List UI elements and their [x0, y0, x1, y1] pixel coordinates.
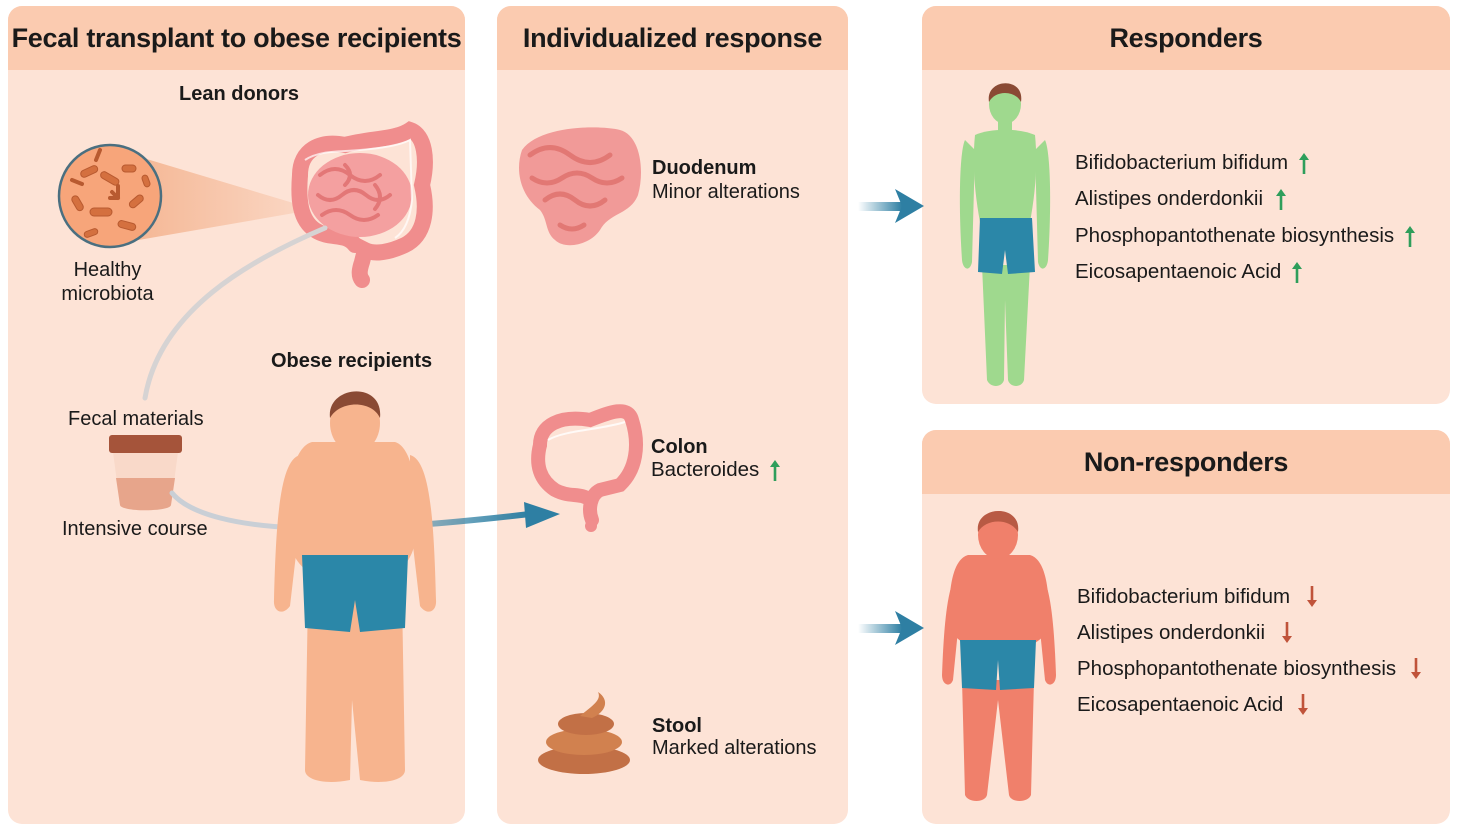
- marker-label: Eicosapentaenoic Acid: [1077, 693, 1283, 717]
- down-arrow-icon: [1297, 693, 1309, 717]
- non-responder-figure: [942, 511, 1056, 801]
- healthy-microbiota-line2: microbiota: [40, 282, 175, 306]
- up-arrow-icon: [1275, 187, 1287, 211]
- marker-label: Eicosapentaenoic Acid: [1075, 260, 1281, 284]
- lean-donors-label: Lean donors: [179, 82, 299, 106]
- responder-marker-row: Eicosapentaenoic Acid: [1075, 260, 1303, 284]
- down-arrow-icon: [1410, 657, 1422, 681]
- microbiota-icon: [59, 145, 161, 247]
- arrow-to-responders: [858, 189, 924, 223]
- obese-recipients-label: Obese recipients: [271, 349, 432, 373]
- duodenum-label: Duodenum: [652, 156, 756, 180]
- arrow-to-non-responders: [858, 611, 924, 645]
- duodenum-icon: [519, 127, 641, 245]
- non-responder-marker-row: Eicosapentaenoic Acid: [1077, 693, 1309, 717]
- responder-figure: [960, 83, 1050, 386]
- non-responder-marker-row: Alistipes onderdonkii: [1077, 621, 1293, 645]
- marker-label: Phosphopantothenate biosynthesis: [1077, 657, 1396, 681]
- down-arrow-icon: [1281, 621, 1293, 645]
- non-responder-marker-row: Phosphopantothenate biosynthesis: [1077, 657, 1422, 681]
- intensive-course-label: Intensive course: [62, 517, 208, 541]
- colon-label: Colon: [651, 435, 708, 459]
- marker-label: Bifidobacterium bifidum: [1075, 151, 1288, 175]
- stool-icon: [538, 692, 630, 774]
- marker-label: Alistipes onderdonkii: [1075, 187, 1263, 211]
- healthy-microbiota-line1: Healthy: [40, 258, 175, 282]
- obese-recipient-figure: [274, 391, 436, 782]
- responder-marker-row: Alistipes onderdonkii: [1075, 187, 1287, 211]
- up-arrow-icon: [1291, 260, 1303, 284]
- colon-detail-row: Bacteroides: [651, 458, 781, 482]
- stool-label: Stool: [652, 714, 702, 738]
- up-arrow-icon: [769, 458, 781, 482]
- stool-detail: Marked alterations: [652, 736, 817, 760]
- non-responder-marker-row: Bifidobacterium bifidum: [1077, 585, 1318, 609]
- down-arrow-icon: [1306, 585, 1318, 609]
- marker-label: Phosphopantothenate biosynthesis: [1075, 224, 1394, 248]
- donor-intestine-icon: [299, 130, 425, 281]
- responder-marker-row: Phosphopantothenate biosynthesis: [1075, 224, 1416, 248]
- fecal-jar-icon: [109, 435, 182, 510]
- up-arrow-icon: [1298, 151, 1310, 175]
- fecal-materials-label: Fecal materials: [68, 407, 204, 431]
- responder-marker-row: Bifidobacterium bifidum: [1075, 151, 1310, 175]
- colon-detail: Bacteroides: [651, 458, 759, 482]
- duodenum-detail: Minor alterations: [652, 180, 800, 204]
- up-arrow-icon: [1404, 224, 1416, 248]
- marker-label: Alistipes onderdonkii: [1077, 621, 1265, 645]
- healthy-microbiota-label: Healthy microbiota: [40, 258, 175, 306]
- marker-label: Bifidobacterium bifidum: [1077, 585, 1290, 609]
